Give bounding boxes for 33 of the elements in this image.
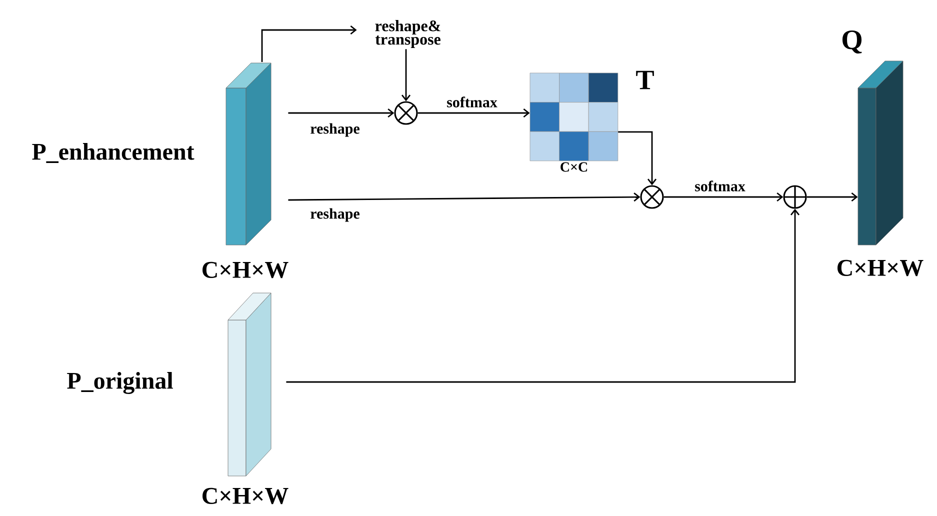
arrow <box>401 49 411 102</box>
multiply-symbol <box>640 185 664 209</box>
add-symbol <box>783 185 807 209</box>
edge-label: reshape <box>309 122 361 138</box>
node-label: C×C <box>560 162 588 172</box>
node-label: C×H×W <box>838 260 924 276</box>
node-label: Q <box>842 30 862 54</box>
feature-block <box>228 292 272 476</box>
arrow <box>288 108 394 118</box>
edge-label: softmax <box>694 180 746 192</box>
block-label: P_original C×H×W <box>67 372 288 504</box>
node-label: T <box>636 70 654 90</box>
node-label: C×H×W <box>202 488 288 504</box>
arrow <box>618 131 657 186</box>
edge-label: reshape <box>309 207 361 223</box>
matrix-label: T C×C <box>560 70 654 172</box>
arrow <box>286 208 800 383</box>
step-label: reshape& transpose <box>375 20 440 48</box>
arrow <box>261 25 357 62</box>
multiply-symbol <box>394 101 418 125</box>
edge-label: softmax <box>446 96 498 108</box>
feature-block <box>858 60 904 246</box>
node-label: P_enhancement <box>32 142 194 163</box>
feature-block <box>226 62 272 246</box>
matrix-drawing <box>530 72 618 162</box>
node-label: C×H×W <box>202 262 288 278</box>
block-label: P_enhancement C×H×W <box>32 143 288 278</box>
node-label: P_original <box>67 372 173 394</box>
arrow <box>664 192 784 202</box>
arrow <box>806 192 858 202</box>
arrow <box>418 108 530 118</box>
block-label: Q C×H×W <box>838 30 924 276</box>
arrow <box>288 192 640 202</box>
